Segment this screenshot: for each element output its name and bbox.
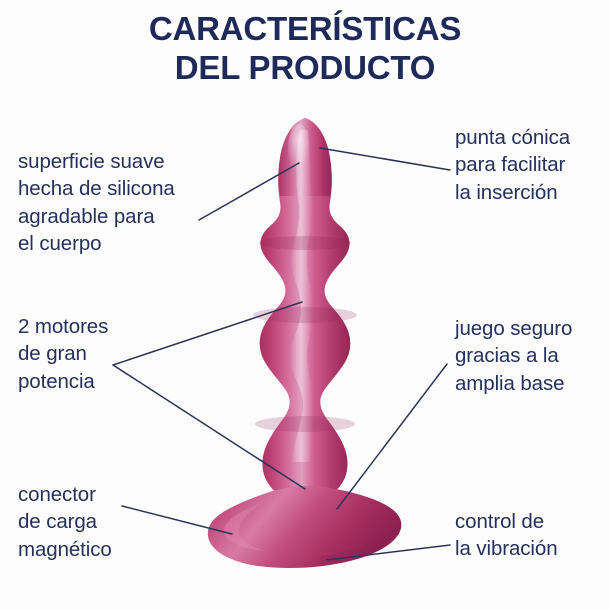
leader-line-tip <box>319 147 451 171</box>
callout-base: juego seguro gracias a la amplia base <box>455 315 572 397</box>
callout-base-line-3: amplia base <box>455 371 565 395</box>
leader-line-motors-upper <box>112 301 303 366</box>
leader-line-surface <box>198 162 300 221</box>
product-highlight-streak <box>290 130 314 462</box>
callout-tip-line-2: para facilitar <box>455 153 566 177</box>
product-waist-2 <box>253 307 357 323</box>
leader-line-motors-lower <box>112 364 306 490</box>
page-title-line-1: CARACTERÍSTICAS <box>148 10 462 47</box>
callout-surface: superficie suave hecha de silicona agrad… <box>18 148 175 258</box>
callout-control: control de la vibración <box>455 508 558 563</box>
callout-control-line-2: la vibración <box>455 537 558 561</box>
callout-connector: conector de carga magnético <box>18 481 112 563</box>
callout-surface-line-4: el cuerpo <box>18 232 102 256</box>
callout-motors: 2 motores de gran potencia <box>18 313 108 395</box>
callout-motors-line-2: de gran <box>18 342 87 366</box>
callout-control-line-1: control de <box>455 510 545 533</box>
callout-surface-line-2: hecha de silicona <box>18 177 175 201</box>
product-base-highlight <box>223 503 266 551</box>
leader-line-connector <box>121 505 233 535</box>
callout-tip-line-1: punta cónica <box>455 126 571 149</box>
callout-connector-line-1: conector <box>18 483 96 506</box>
callout-tip-line-3: la inserción <box>455 180 558 204</box>
page-title: CARACTERÍSTICAS DEL PRODUCTO <box>0 10 610 87</box>
page-title-line-2: DEL PRODUCTO <box>174 48 436 86</box>
product-waist-3 <box>255 416 355 432</box>
callout-connector-line-3: magnético <box>18 537 112 561</box>
callout-motors-line-1: 2 motores <box>18 315 109 338</box>
callout-tip: punta cónica para facilitar la inserción <box>455 124 570 206</box>
callout-connector-line-2: de carga <box>18 510 97 534</box>
leader-line-base <box>336 363 448 510</box>
callout-surface-line-1: superficie suave <box>18 150 165 173</box>
product-base-shadow <box>320 521 401 566</box>
leader-line-control <box>326 544 451 561</box>
product-base <box>207 486 402 569</box>
product-body <box>207 118 402 569</box>
product-waist-1 <box>259 236 351 250</box>
callout-motors-line-3: potencia <box>18 369 95 393</box>
callout-base-line-2: gracias a la <box>455 344 559 368</box>
callout-surface-line-3: agradable para <box>18 204 155 228</box>
callout-base-line-1: juego seguro <box>455 317 573 340</box>
